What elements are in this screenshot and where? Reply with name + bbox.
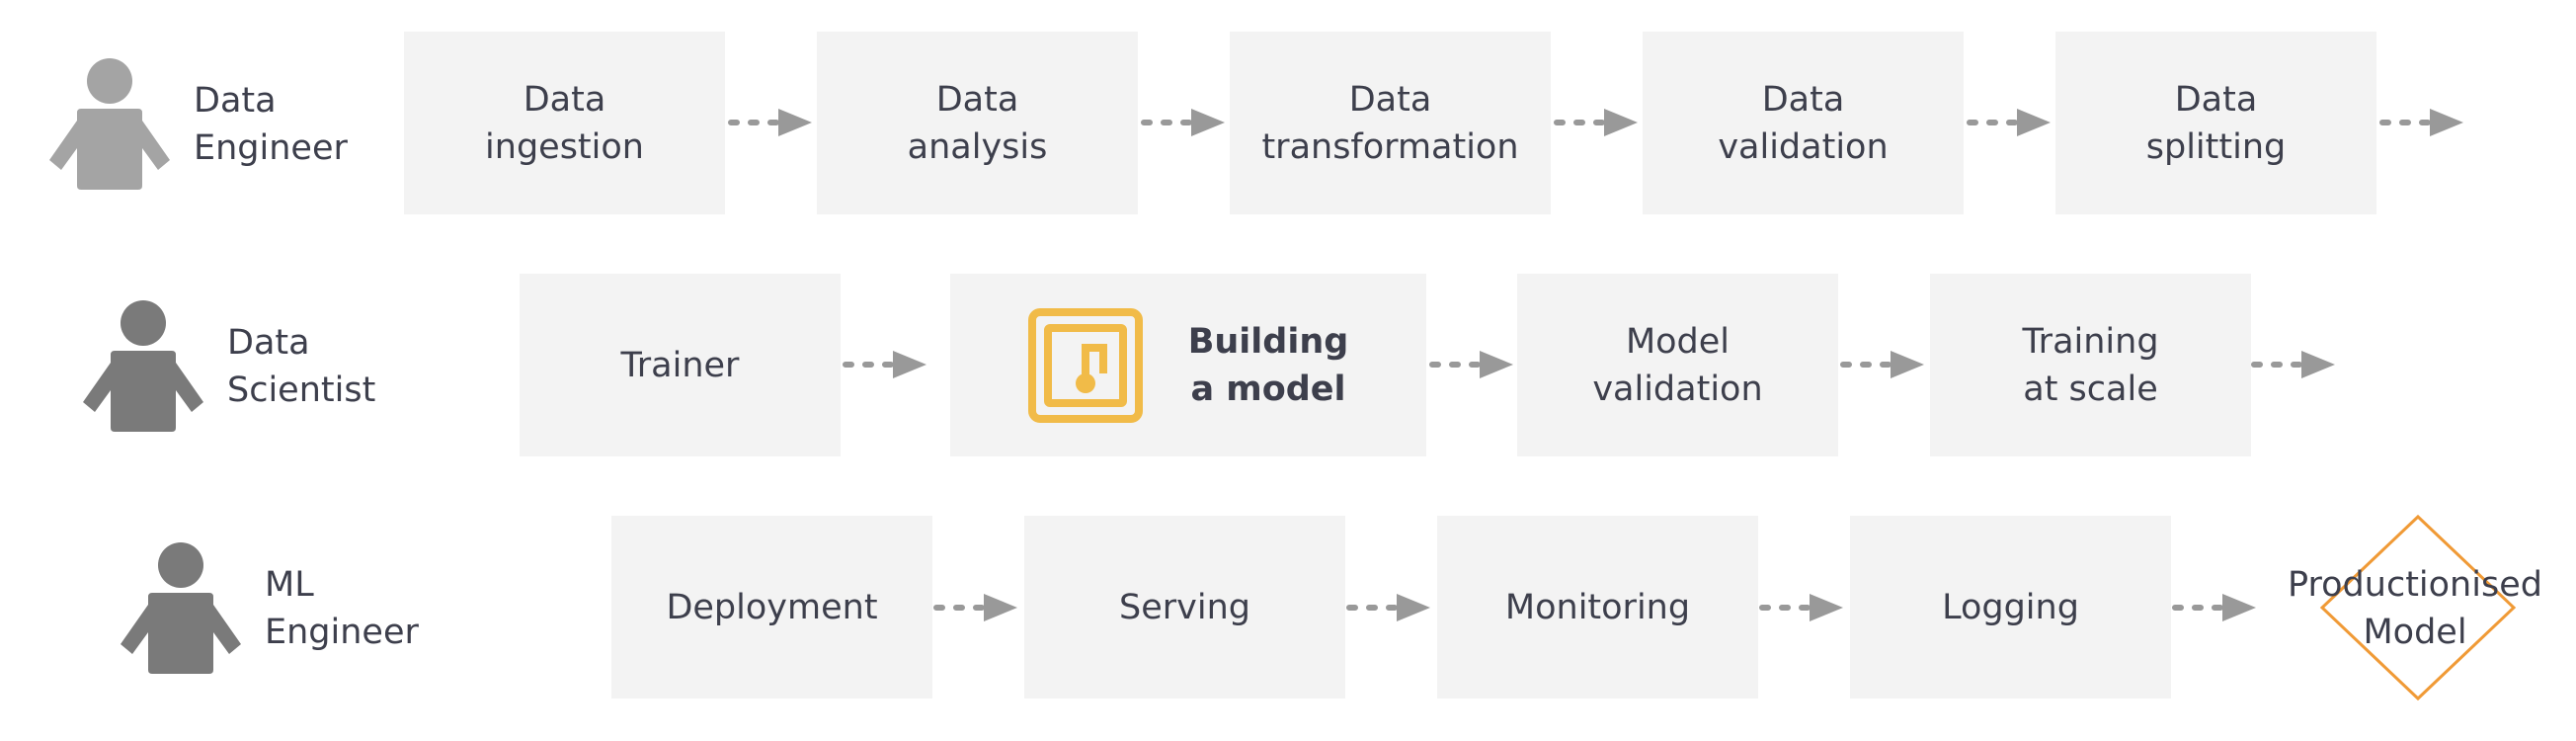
arrow-validation-scale [1843, 351, 1924, 378]
step-data-splitting: Data splitting [2055, 32, 2376, 214]
arrow-logging-final [2175, 594, 2256, 621]
step-label: Serving [1119, 587, 1250, 627]
step-building-a-model: Building a model [950, 274, 1426, 456]
step-data-validation: Data validation [1643, 32, 1964, 214]
step-label: Trainer [620, 345, 740, 385]
step-label: Model validation [1592, 321, 1763, 409]
step-data-analysis: Data analysis [817, 32, 1138, 214]
arrow-trainer-building [845, 351, 926, 378]
step-label: Monitoring [1504, 587, 1691, 627]
arrow-transformation-validation [1557, 109, 1638, 136]
step-serving: Serving [1024, 516, 1345, 699]
step-deployment: Deployment [611, 516, 932, 699]
person-icon [49, 58, 170, 190]
step-monitoring: Monitoring [1437, 516, 1758, 699]
arrow-validation-splitting [1970, 109, 2051, 136]
arrow-analysis-transformation [1144, 109, 1225, 136]
arrow-deployment-serving [936, 594, 1017, 621]
step-label: Data ingestion [485, 79, 644, 167]
role-data-scientist: Data Scientist [227, 323, 376, 410]
step-trainer: Trainer [520, 274, 841, 456]
step-label: Data splitting [2145, 79, 2287, 167]
final-diamond [2319, 514, 2517, 701]
final-productionised-model: Productionised Model [2288, 565, 2542, 652]
step-label: Data analysis [907, 79, 1048, 167]
arrow-scale-out [2254, 351, 2335, 378]
step-logging: Logging [1850, 516, 2171, 699]
person-icon [121, 542, 241, 674]
step-training-at-scale: Training at scale [1930, 274, 2251, 456]
arrow-building-validation [1432, 351, 1513, 378]
role-ml-engineer: ML Engineer [265, 565, 419, 652]
arrow-ingestion-analysis [731, 109, 812, 136]
arrow-splitting-out [2382, 109, 2463, 136]
step-label: Deployment [666, 587, 878, 627]
arrow-serving-monitoring [1349, 594, 1430, 621]
role-data-engineer: Data Engineer [194, 81, 348, 168]
step-data-transformation: Data transformation [1230, 32, 1551, 214]
step-label: Building a model [1187, 321, 1349, 409]
model-chip-icon [1027, 307, 1143, 423]
step-model-validation: Model validation [1517, 274, 1838, 456]
step-label: Training at scale [2022, 321, 2159, 409]
step-label: Logging [1942, 587, 2079, 627]
person-icon [83, 300, 203, 432]
step-data-ingestion: Data ingestion [404, 32, 725, 214]
step-label: Data transformation [1261, 79, 1519, 167]
step-label: Data validation [1718, 79, 1889, 167]
arrow-monitoring-logging [1762, 594, 1843, 621]
